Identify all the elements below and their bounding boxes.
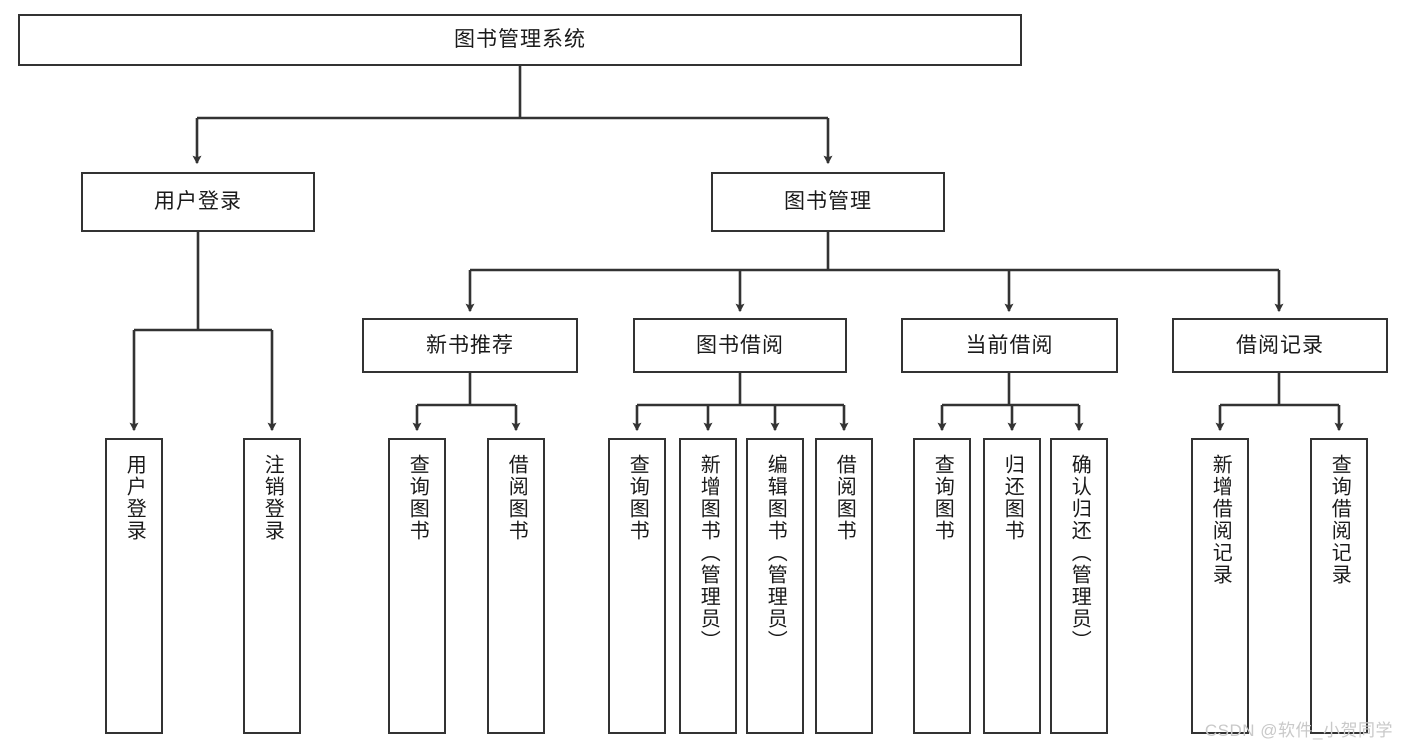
node-book-manage[interactable]: 图书管理	[711, 172, 945, 232]
node-book-borrow-label: 图书借阅	[696, 333, 784, 357]
node-leaf-user-login[interactable]: 用户登录	[105, 438, 163, 734]
node-leaf-logout[interactable]: 注销登录	[243, 438, 301, 734]
node-leaf-return-book-label: 归还图书	[1001, 454, 1024, 542]
node-user-login-label: 用户登录	[154, 190, 242, 214]
node-leaf-confirm-return[interactable]: 确认归还（管理员）	[1050, 438, 1108, 734]
node-leaf-query-book-3-label: 查询图书	[931, 454, 954, 542]
node-root[interactable]: 图书管理系统	[18, 14, 1022, 66]
node-leaf-add-book-label: 新增图书（管理员）	[697, 454, 720, 652]
node-leaf-add-record-label: 新增借阅记录	[1209, 454, 1232, 586]
node-leaf-query-book-2[interactable]: 查询图书	[608, 438, 666, 734]
node-leaf-edit-book-label: 编辑图书（管理员）	[764, 454, 787, 652]
node-leaf-borrow-book-1[interactable]: 借阅图书	[487, 438, 545, 734]
node-leaf-user-login-label: 用户登录	[123, 454, 146, 542]
node-new-book-recommend[interactable]: 新书推荐	[362, 318, 578, 373]
node-new-book-recommend-label: 新书推荐	[426, 333, 514, 357]
node-current-borrow[interactable]: 当前借阅	[901, 318, 1118, 373]
node-leaf-edit-book[interactable]: 编辑图书（管理员）	[746, 438, 804, 734]
node-leaf-logout-label: 注销登录	[261, 454, 284, 542]
node-borrow-record[interactable]: 借阅记录	[1172, 318, 1388, 373]
node-leaf-query-book-2-label: 查询图书	[626, 454, 649, 542]
node-book-manage-label: 图书管理	[784, 190, 872, 214]
node-leaf-query-book-1-label: 查询图书	[406, 454, 429, 542]
node-borrow-record-label: 借阅记录	[1236, 333, 1324, 357]
node-user-login[interactable]: 用户登录	[81, 172, 315, 232]
node-leaf-confirm-return-label: 确认归还（管理员）	[1068, 454, 1091, 652]
node-leaf-add-record[interactable]: 新增借阅记录	[1191, 438, 1249, 734]
node-leaf-add-book[interactable]: 新增图书（管理员）	[679, 438, 737, 734]
node-book-borrow[interactable]: 图书借阅	[633, 318, 847, 373]
node-leaf-return-book[interactable]: 归还图书	[983, 438, 1041, 734]
node-leaf-borrow-book-2-label: 借阅图书	[833, 454, 856, 542]
node-current-borrow-label: 当前借阅	[965, 333, 1054, 357]
node-root-label: 图书管理系统	[454, 28, 586, 52]
node-leaf-borrow-book-1-label: 借阅图书	[505, 454, 528, 542]
node-leaf-query-book-1[interactable]: 查询图书	[388, 438, 446, 734]
node-leaf-query-record[interactable]: 查询借阅记录	[1310, 438, 1368, 734]
node-leaf-query-record-label: 查询借阅记录	[1328, 454, 1351, 586]
watermark: CSDN @软件_小贺同学	[1204, 721, 1393, 740]
node-leaf-borrow-book-2[interactable]: 借阅图书	[815, 438, 873, 734]
node-leaf-query-book-3[interactable]: 查询图书	[913, 438, 971, 734]
